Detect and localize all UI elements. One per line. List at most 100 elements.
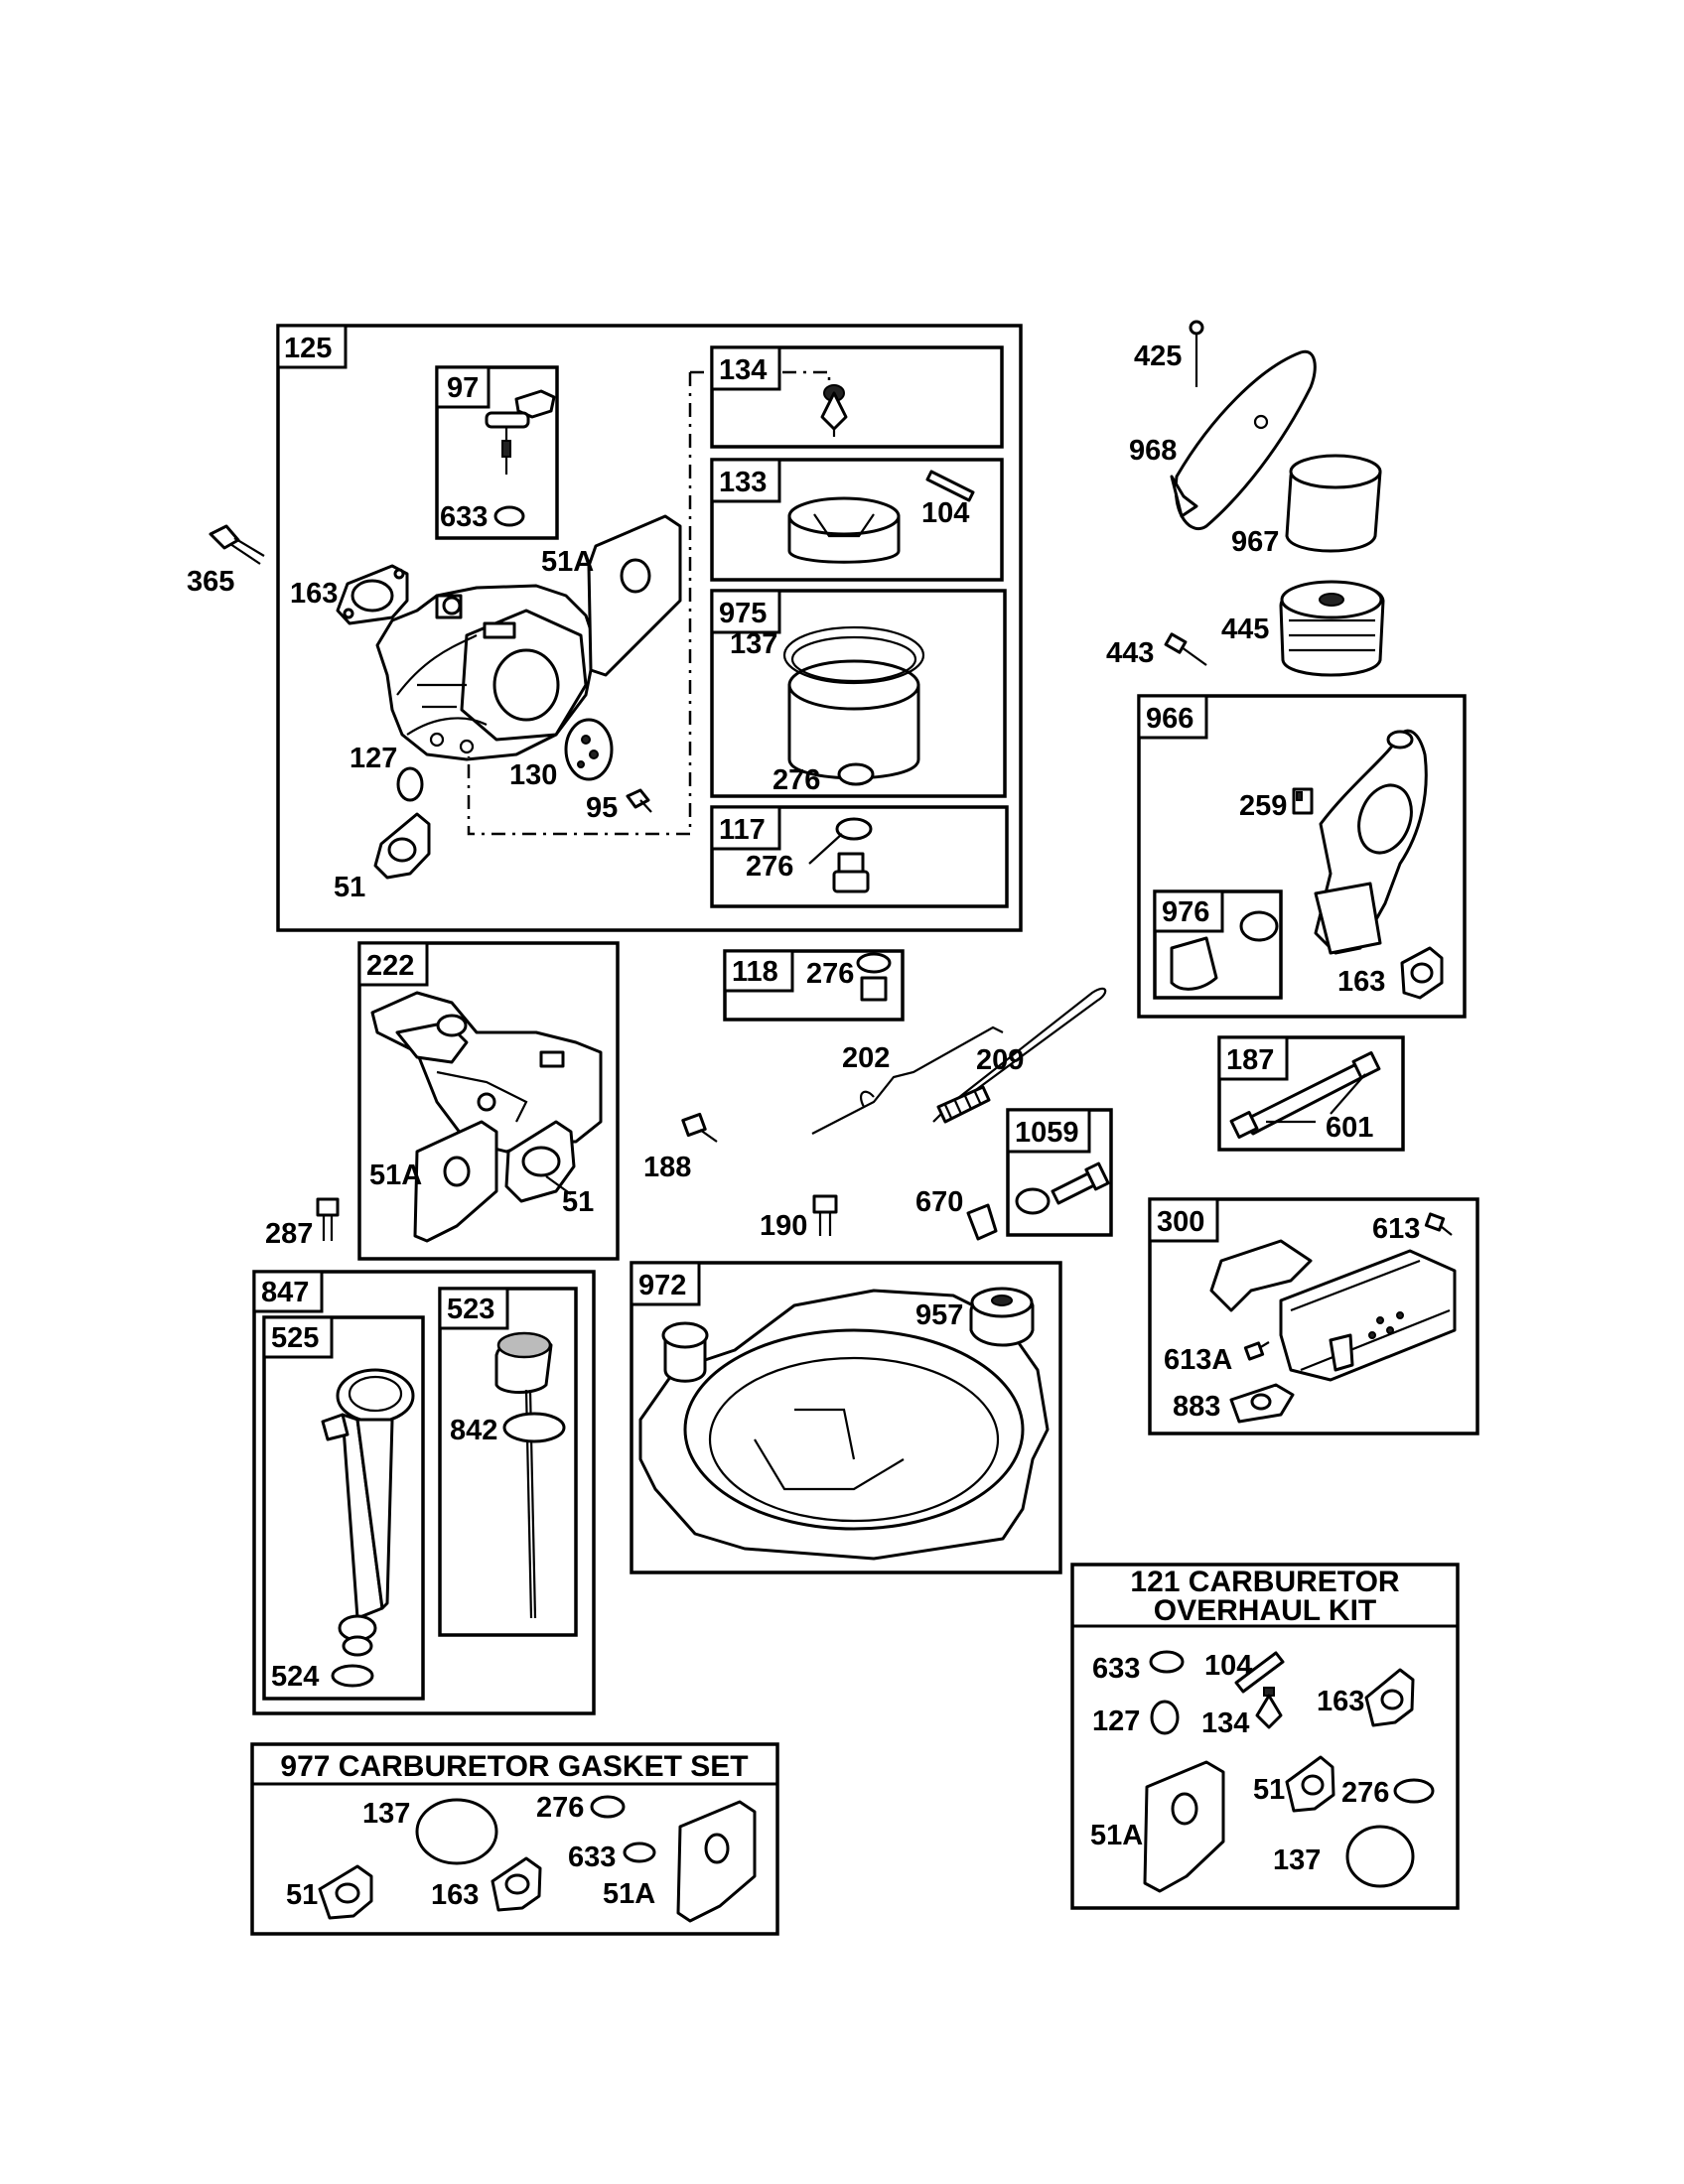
group-118-tagbox: [723, 949, 794, 993]
leader-276-line: [808, 833, 843, 865]
part-276b-label: 276: [746, 851, 793, 883]
part-209-label: 209: [976, 1044, 1024, 1076]
screw-190-part: [812, 1194, 838, 1236]
gasket-51-222-part: [504, 1120, 576, 1203]
group-125-tagbox: [276, 324, 348, 369]
gasket-set-frame: [250, 1742, 779, 1936]
kit-part-51A-label: 51A: [1090, 1820, 1143, 1851]
bolt-117-part: [832, 852, 870, 893]
part-51-label: 51: [334, 872, 365, 903]
part-967-label: 967: [1231, 526, 1279, 558]
group-523-label: 523: [447, 1294, 494, 1325]
part-670-label: 670: [915, 1186, 963, 1218]
oil-cap-957-part: [969, 1287, 1035, 1347]
kit-part-51-label: 51: [1253, 1774, 1285, 1806]
group-125: 125 97 633: [276, 324, 1023, 932]
bowl-975-part: [782, 625, 925, 780]
choke-lever-part: [485, 389, 556, 475]
part-276-label: 276: [772, 764, 820, 796]
part-842-label: 842: [450, 1415, 497, 1446]
pin-104-part: [925, 470, 975, 502]
group-300: 300 613 613A 883: [1148, 1197, 1479, 1435]
leader-601b-line: [1330, 1073, 1366, 1115]
kit-oring-137-part: [1345, 1825, 1415, 1888]
plug-118-part: [860, 976, 888, 1002]
group-118-label: 118: [732, 956, 778, 988]
part-443-label: 443: [1106, 637, 1154, 669]
gasket-51-part: [373, 812, 431, 880]
part-365-label: 365: [187, 566, 234, 598]
part-190-label: 190: [760, 1210, 807, 1242]
screw-95-part: [626, 788, 652, 813]
part-524-label: 524: [271, 1661, 319, 1693]
group-117-tagbox: [710, 805, 781, 851]
overhaul-kit-121: 121 CARBURETOR OVERHAUL KIT 633 104 163 …: [1070, 1563, 1460, 1910]
part-613A-label: 613A: [1164, 1344, 1232, 1376]
kit-seal-127-part: [1150, 1700, 1180, 1735]
kit-part-163-label: 163: [1317, 1686, 1364, 1717]
group-222-tagbox: [357, 941, 429, 987]
group-972-label: 972: [638, 1270, 686, 1301]
gasket-163b-part: [1400, 946, 1444, 1000]
group-187-label: 187: [1226, 1044, 1274, 1076]
gs-part-633-label: 633: [568, 1842, 616, 1873]
group-525-label: 525: [271, 1322, 319, 1354]
tube-187-part: [1229, 1051, 1381, 1139]
group-523-tagbox: [438, 1287, 509, 1330]
gs-seal-633-part: [623, 1842, 656, 1863]
washer-276b-part: [835, 817, 873, 841]
part-601-label: 601: [1326, 1112, 1373, 1144]
group-966-frame: [1137, 694, 1467, 1019]
float-133-part: [787, 496, 901, 564]
washer-276c-part: [856, 952, 892, 974]
overhaul-kit-title-line2: OVERHAUL KIT: [1154, 1594, 1376, 1627]
group-222: 222 51A 51: [357, 941, 620, 1261]
gasket-883-part: [1229, 1383, 1295, 1424]
group-966-tagbox: [1137, 694, 1208, 740]
kit-spacer-51A-part: [1143, 1760, 1225, 1893]
spring-209-part: [932, 987, 1107, 1124]
group-97-label: 97: [447, 372, 479, 404]
gs-part-276-label: 276: [536, 1792, 584, 1824]
kit-part-276-label: 276: [1341, 1777, 1389, 1809]
prefilter-967-part: [1285, 454, 1382, 553]
dipstick-523-part: [494, 1331, 553, 1619]
group-847-label: 847: [261, 1277, 309, 1308]
kit-seal-633-part: [1149, 1650, 1185, 1674]
breather-976-part: [1170, 910, 1279, 991]
group-134-tagbox: [710, 345, 781, 391]
group-187-frame: [1217, 1035, 1405, 1152]
part-95-label: 95: [586, 792, 618, 824]
washer-1059-part: [1015, 1187, 1051, 1215]
group-972-frame: [630, 1261, 1062, 1574]
group-133-label: 133: [719, 467, 767, 498]
part-202-label: 202: [842, 1042, 890, 1074]
part-127-label: 127: [350, 743, 397, 774]
group-125-frame: [276, 324, 1023, 932]
group-222-label: 222: [366, 950, 414, 982]
gs-part-137-label: 137: [362, 1798, 410, 1830]
gs-gasket-51-part: [318, 1864, 373, 1920]
oring-842-part: [502, 1412, 566, 1443]
spacer-51A-part: [587, 514, 682, 677]
gs-part-51-label: 51: [286, 1879, 318, 1911]
air-cleaner-parts: 425 968 967 445 443: [1106, 320, 1385, 677]
group-300-frame: [1148, 1197, 1479, 1435]
group-1059-tagbox: [1006, 1108, 1091, 1154]
gs-spacer-51A-part: [676, 1800, 757, 1923]
kit-gasket-51-part: [1285, 1755, 1335, 1813]
group-97-tagbox: [435, 365, 491, 409]
group-525-frame: [262, 1315, 425, 1701]
muffler-300-part: [1209, 1239, 1457, 1382]
group-222-frame: [357, 941, 620, 1261]
screw-613A-part: [1243, 1341, 1270, 1361]
kit-washer-276-part: [1393, 1778, 1435, 1804]
cover-968-part: [1174, 349, 1317, 530]
group-976-tagbox: [1153, 889, 1224, 933]
group-1059-label: 1059: [1015, 1117, 1079, 1149]
part-276c-label: 276: [806, 958, 854, 990]
part-163-label: 163: [290, 578, 338, 610]
group-117-label: 117: [719, 814, 766, 846]
group-133-tagbox: [710, 458, 781, 503]
part-51A-222-label: 51A: [369, 1160, 422, 1191]
